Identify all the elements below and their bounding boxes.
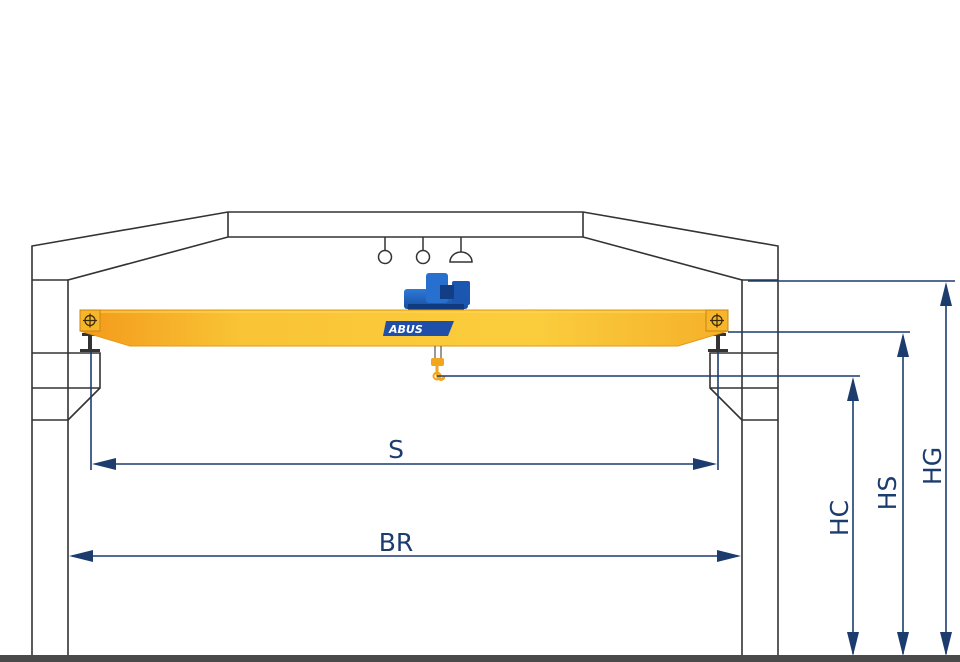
building-width-label: BR xyxy=(379,528,414,557)
dimension-lines xyxy=(69,280,955,656)
brand-logo: ABUS xyxy=(388,323,423,336)
roof-inner xyxy=(67,236,743,662)
light-bulb-icon xyxy=(415,237,431,265)
hook-height-label: HC xyxy=(825,500,854,536)
light-bulb-icon xyxy=(377,237,393,265)
end-carriage-left xyxy=(79,309,101,332)
span-label: S xyxy=(388,435,404,464)
corbel-right xyxy=(709,352,778,421)
lamp-shade-icon xyxy=(449,237,473,263)
hoist-trolley xyxy=(404,273,470,310)
crane-hook xyxy=(431,346,446,381)
building-height-label: HG xyxy=(918,447,947,485)
floor xyxy=(0,655,960,662)
wheel-crosshair-icon xyxy=(83,313,97,328)
ceiling-lights xyxy=(377,237,473,265)
rail-height-label: HS xyxy=(873,476,902,511)
roof-outer xyxy=(31,211,779,662)
crane-girder: ABUS xyxy=(79,309,729,347)
brand-plate: ABUS xyxy=(383,321,454,336)
building-outline xyxy=(31,211,779,662)
corbel-left xyxy=(32,352,101,421)
wheel-crosshair-icon xyxy=(710,313,724,328)
end-carriage-right xyxy=(705,309,729,332)
